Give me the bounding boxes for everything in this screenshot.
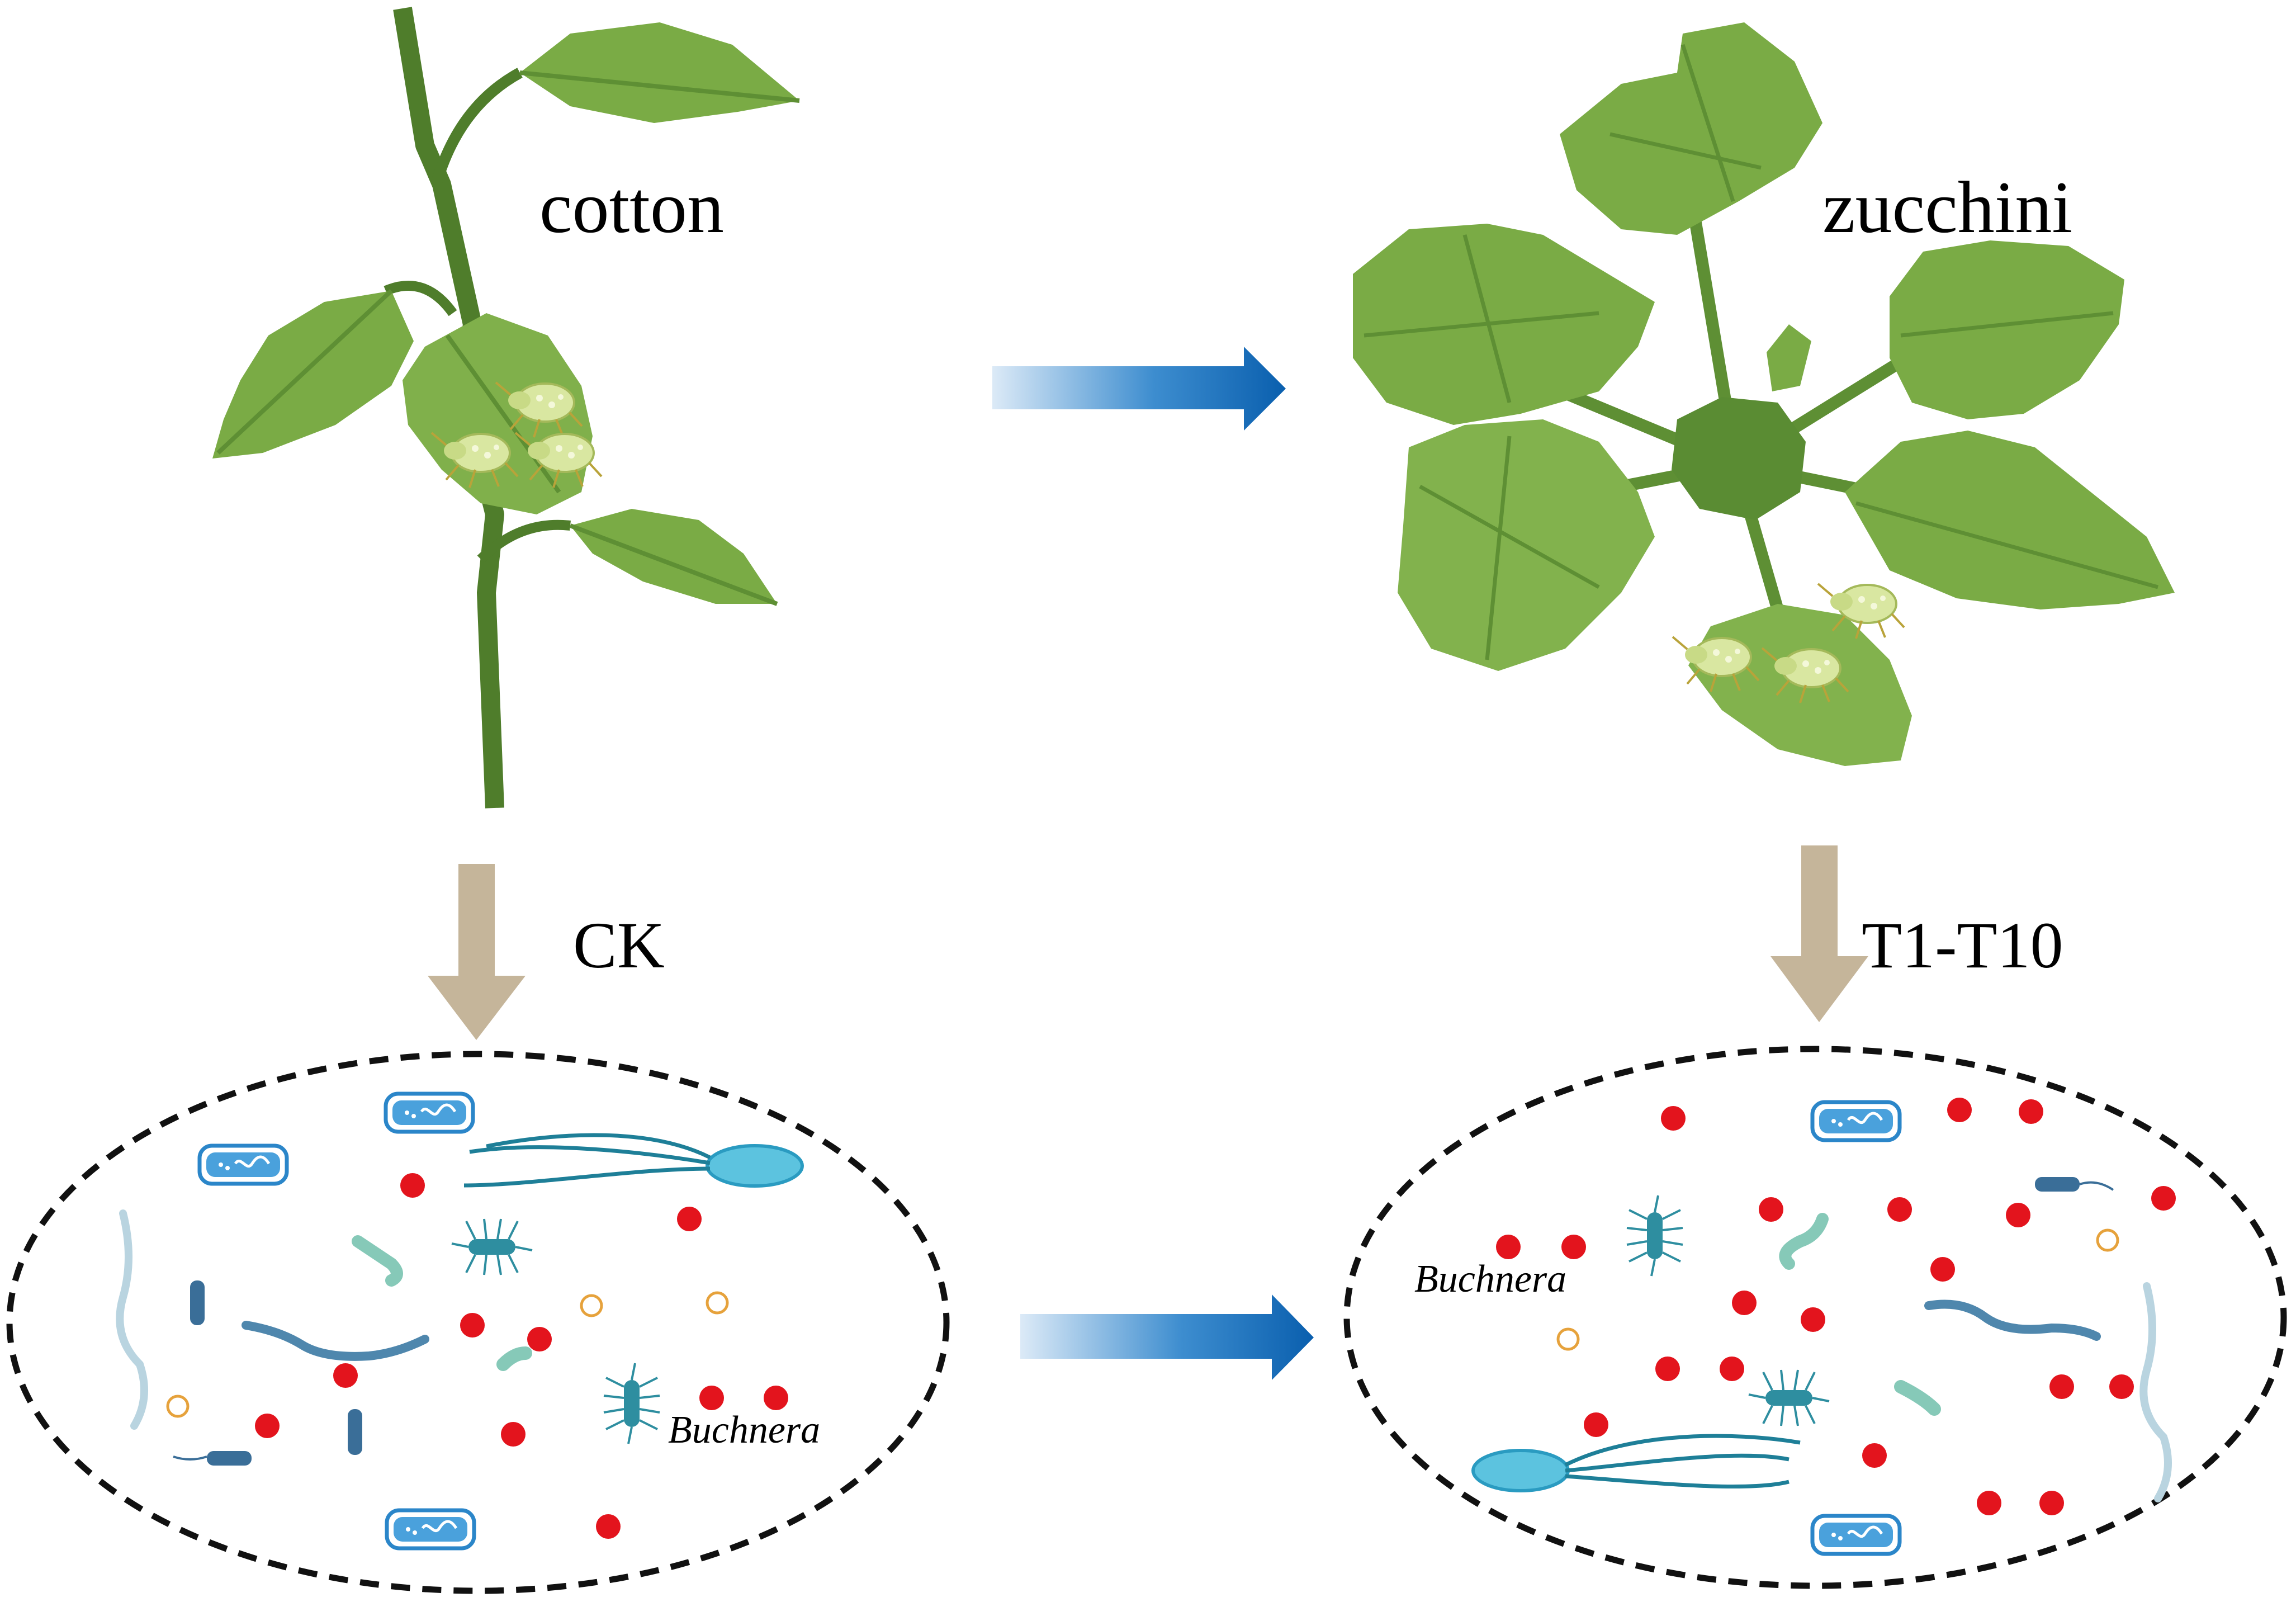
buchnera-cell-icon [1496,1098,2176,1515]
treatment-sampling-arrow-icon [1770,845,1868,1022]
buchnera-cell-icon [255,1173,788,1539]
other-bacterium-icon [1556,1228,2119,1351]
cotton-plant-icon [212,7,800,809]
community-shift-arrow-icon [1020,1294,1314,1380]
zucchini-plant-icon [1353,22,2175,766]
zucchini-label: zucchini [1822,166,2072,248]
control-sampling-arrow-icon [428,864,526,1040]
host-transfer-arrow-icon [992,347,1286,431]
treatment-group-label: T1-T10 [1862,909,2063,982]
right-buchnera-label: Buchnera [1414,1258,1566,1301]
left-buchnera-label: Buchnera [668,1409,820,1452]
other-bacterium-icon [166,1291,729,1418]
control-microbial-community: Buchnera [6,1051,950,1594]
treatment-microbial-community: Buchnera [1343,1046,2287,1589]
bacterium-icon [1471,1102,2172,1554]
bacterium-icon [116,1094,804,1548]
control-group-label: CK [573,909,665,982]
cotton-label: cotton [539,166,724,248]
